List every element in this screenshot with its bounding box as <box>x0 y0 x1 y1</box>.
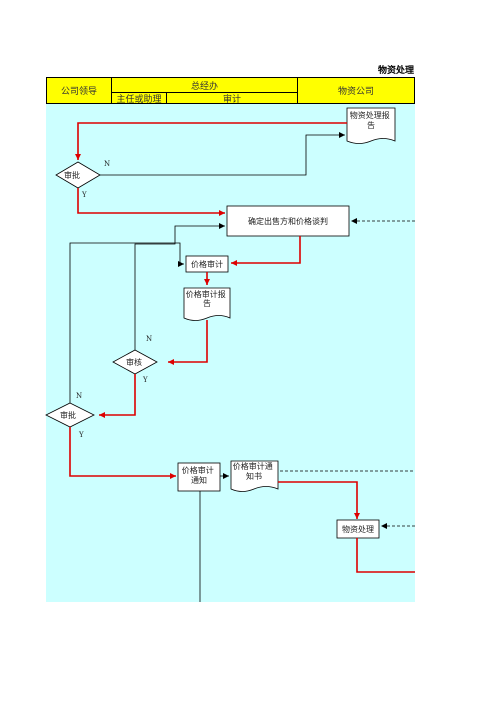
price-audit-notice-doc-label-1: 价格审计通 <box>233 461 273 471</box>
diagram-background <box>46 104 415 602</box>
approve-top-label: 审批 <box>64 170 80 180</box>
review-label: 审核 <box>126 357 142 367</box>
label-y-top: Y <box>81 191 87 199</box>
price-audit-label: 价格审计 <box>191 259 223 269</box>
connector-approve-bottom-no <box>69 242 184 403</box>
connector-material-to-right <box>356 538 415 573</box>
approve-bottom-label: 审批 <box>60 410 76 420</box>
svg-text:价格审计 通知: 价格审计 通知 <box>182 465 217 485</box>
header-director-assistant: 主任或助理 <box>111 92 167 104</box>
price-audit-notice-doc-label-2: 知书 <box>246 471 262 481</box>
confirm-buyer-box <box>226 205 350 237</box>
connector-approve-yes-to-confirm <box>77 188 225 216</box>
svg-text:物资处理报 告: 物资处理报 告 <box>350 110 393 130</box>
connector-report-to-approve <box>75 122 347 160</box>
price-audit-report-label-1: 价格审计报 <box>186 289 226 299</box>
material-handling-box <box>336 519 380 539</box>
confirm-buyer-label: 确定出售方和价格谈判 <box>248 216 328 226</box>
connector-confirm-to-price-audit <box>231 236 301 266</box>
price-audit-notice-box <box>177 462 221 492</box>
svg-text:价格审计通 知书: 价格审计通 知书 <box>233 461 276 481</box>
connector-approve-no-to-report <box>100 132 345 176</box>
price-audit-notice-label-1: 价格审计 <box>182 465 214 475</box>
material-handling-label: 物资处理 <box>342 524 374 534</box>
connector-review-yes-to-approve <box>99 374 136 418</box>
page-title: 物资处理 <box>378 66 415 76</box>
label-n-bottom: N <box>76 392 82 400</box>
price-audit-report-shape <box>183 287 231 321</box>
header-company-leader: 公司领导 <box>46 77 112 104</box>
label-n-review: N <box>146 335 152 343</box>
report-document-label-2: 告 <box>367 120 375 130</box>
header-materials-company: 物资公司 <box>297 77 415 104</box>
connector-notice-to-material <box>278 481 360 519</box>
label-y-review: Y <box>142 376 148 384</box>
price-audit-report-label-2: 告 <box>203 298 211 308</box>
price-audit-notice-doc-shape <box>230 460 279 492</box>
label-n-top: N <box>104 160 110 168</box>
svg-text:价格审计报 告: 价格审计报 告 <box>186 289 229 308</box>
report-document-label-1: 物资处理报 <box>350 110 390 120</box>
label-y-bottom: Y <box>78 431 84 439</box>
connector-approve-yes-to-notice <box>69 427 176 479</box>
connector-review-no-to-confirm <box>134 223 225 350</box>
report-document-shape <box>346 107 396 144</box>
price-audit-notice-label-2: 通知 <box>191 475 207 485</box>
connector-report-to-review <box>168 320 208 365</box>
